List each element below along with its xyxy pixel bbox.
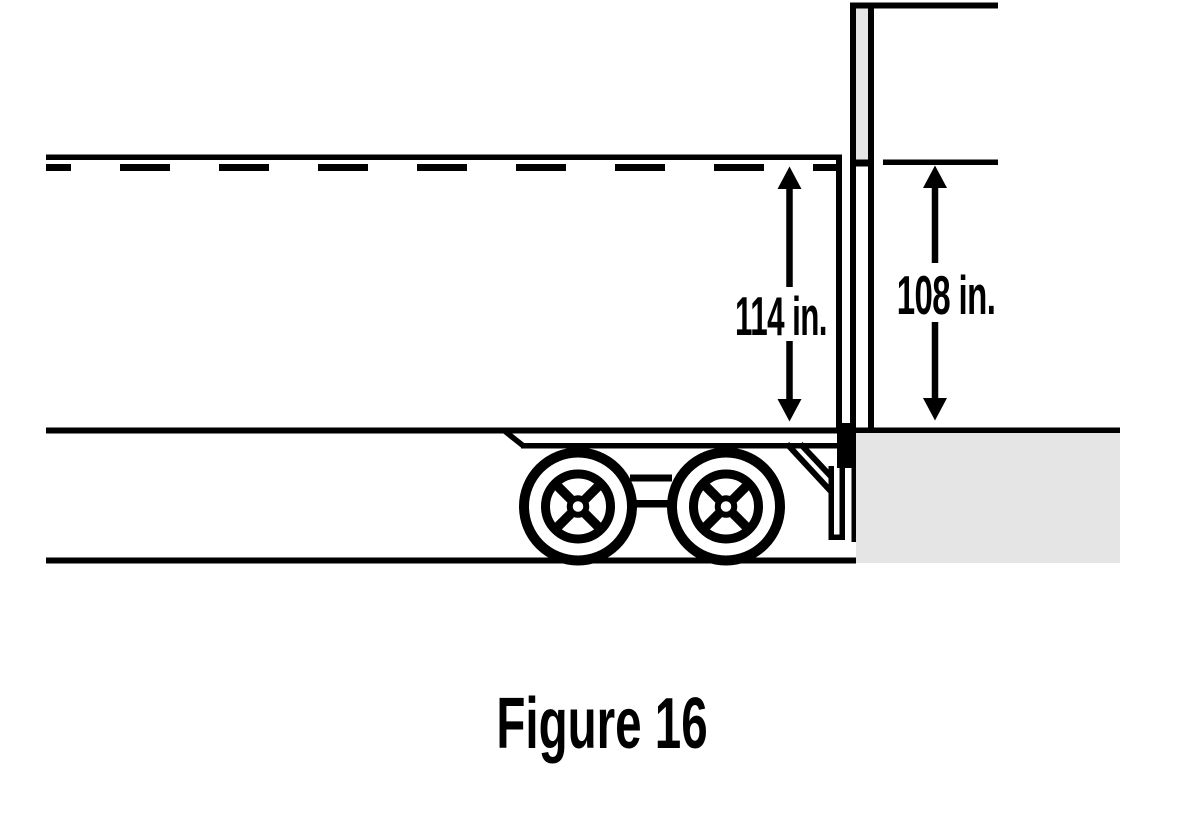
axle-bar-upper xyxy=(630,474,672,482)
wall-outer-line xyxy=(850,2,856,434)
door-height-label: 108 in. xyxy=(896,264,996,326)
trailer-bottom-line xyxy=(46,557,856,564)
wheel-hub xyxy=(566,495,590,518)
wall-inner-line xyxy=(868,2,874,434)
mud-flap-core xyxy=(834,466,840,535)
trailer-underside-step xyxy=(502,428,526,449)
wheel-hub xyxy=(714,495,738,518)
arrowhead-up xyxy=(923,165,947,188)
trailer-height-label: 114 in. xyxy=(735,285,827,347)
overhead-door-bottom-edge xyxy=(850,159,874,167)
arrowhead-down xyxy=(777,399,802,422)
wheel-front xyxy=(519,447,637,566)
dock-bumper xyxy=(837,423,853,468)
wall-top-line xyxy=(850,2,998,9)
dock-fill xyxy=(856,433,1120,563)
trailer-underside-line xyxy=(521,443,838,449)
axle-connectors xyxy=(630,474,672,508)
height-arrow-trailer xyxy=(777,166,802,422)
door-opening-header-line xyxy=(883,159,998,165)
overhead-door-panel xyxy=(856,8,868,160)
dock-face-line xyxy=(851,433,856,542)
arrow-shaft-lower xyxy=(931,322,939,403)
figure-caption: Figure 16 xyxy=(496,684,708,764)
arrow-shaft-upper xyxy=(786,186,793,287)
building-wall xyxy=(850,2,998,434)
arrowhead-down xyxy=(923,398,947,421)
height-arrow-door xyxy=(923,165,947,421)
mud-flap-bracket-outer xyxy=(784,441,834,495)
mud-flap-assembly xyxy=(784,441,845,540)
trailer-rear-wall xyxy=(836,155,842,433)
loading-dock xyxy=(851,427,1120,563)
arrowhead-up xyxy=(777,166,802,189)
arrow-shaft-upper xyxy=(931,185,939,263)
trailer-roof-line xyxy=(46,154,842,160)
trailer-bed-line xyxy=(46,427,838,434)
trailer xyxy=(46,154,856,564)
axle-bar-lower xyxy=(630,500,672,508)
wheel-rear xyxy=(667,447,785,566)
arrow-shaft-lower xyxy=(786,341,793,403)
dock-top-line xyxy=(851,427,1120,433)
